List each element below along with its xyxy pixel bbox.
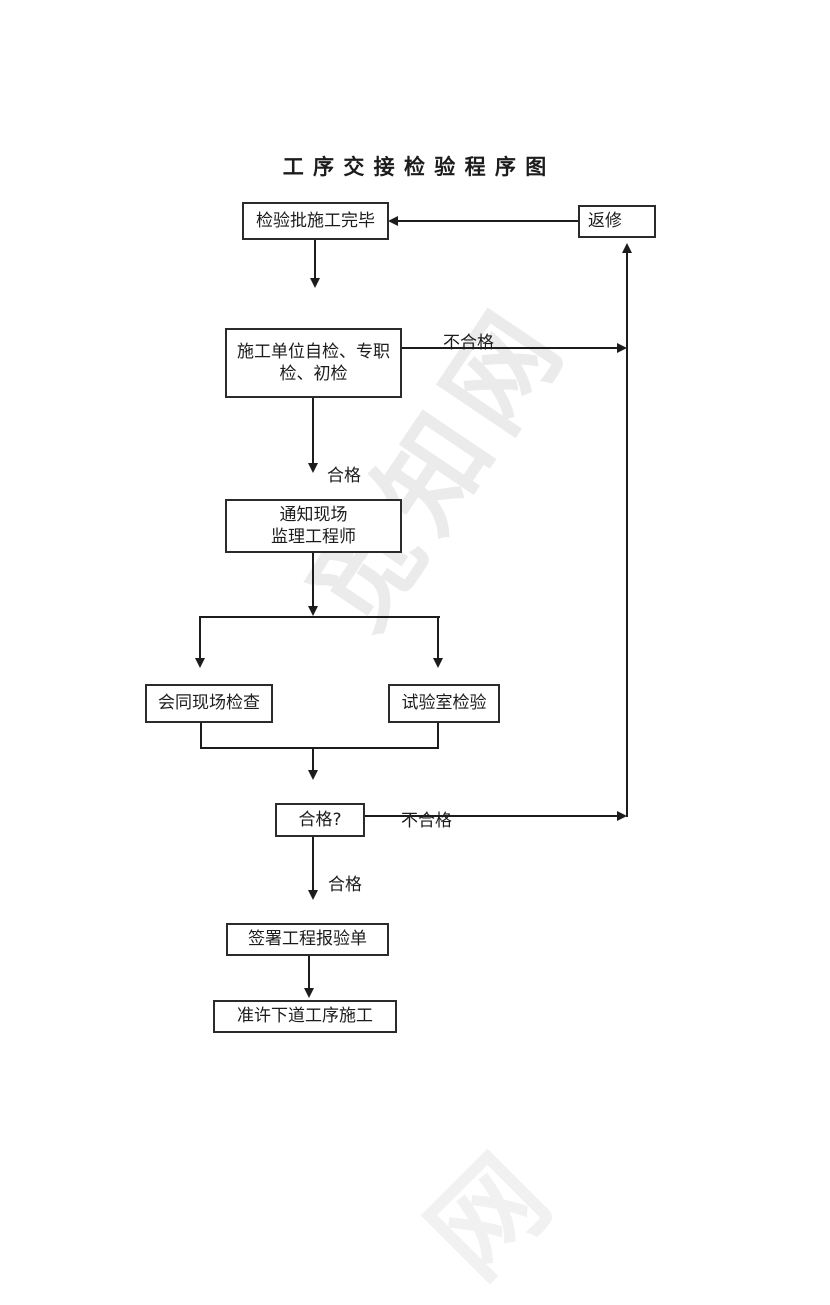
arrowhead-left-icon xyxy=(388,216,398,226)
node-start: 检验批施工完毕 xyxy=(242,202,389,240)
node-notify-label-line1: 通知现场 xyxy=(279,504,348,525)
node-next-process: 准许下道工序施工 xyxy=(213,1000,397,1033)
page-title: 工 序 交 接 检 验 程 序 图 xyxy=(282,155,548,179)
arrowhead-down-icon xyxy=(304,988,314,998)
node-lab-test: 试验室检验 xyxy=(388,684,500,723)
arrowhead-down-icon xyxy=(308,770,318,780)
node-site-check-label: 会同现场检查 xyxy=(158,693,260,714)
arrowhead-down-icon xyxy=(195,658,205,668)
line-merge-left xyxy=(200,723,202,749)
arrowhead-down-icon xyxy=(308,463,318,473)
node-site-check: 会同现场检查 xyxy=(145,684,273,723)
node-rework-label: 返修 xyxy=(588,211,622,232)
label-pass-after-self-check: 合格 xyxy=(327,466,361,486)
node-lab-test-label: 试验室检验 xyxy=(401,693,487,714)
line-merge-horizontal xyxy=(200,747,439,749)
line-self-check-fail xyxy=(402,347,618,349)
line-start-to-self-check xyxy=(314,240,316,279)
line-decision-to-sign xyxy=(312,837,314,891)
node-sign-form-label: 签署工程报验单 xyxy=(248,929,367,950)
arrowhead-right-icon xyxy=(617,811,627,821)
node-notify-label-line2: 监理工程师 xyxy=(271,527,356,547)
node-self-check-label-line1: 施工单位自检、专职 xyxy=(237,341,390,362)
arrowhead-down-icon xyxy=(308,606,318,616)
line-merge-to-decision xyxy=(312,749,314,771)
line-notify-to-split xyxy=(312,553,314,607)
label-fail-after-self-check: 不合格 xyxy=(443,333,494,353)
node-self-check-label-line2: 检、初检 xyxy=(279,364,348,384)
document-page: { "title": "工 序 交 接 检 验 程 序 图", "nodes":… xyxy=(145,155,656,1302)
arrowhead-down-icon xyxy=(308,890,318,900)
node-next-process-label: 准许下道工序施工 xyxy=(237,1006,373,1027)
label-pass-after-decision: 合格 xyxy=(328,875,362,895)
node-decision: 合格? xyxy=(275,803,365,837)
node-start-label: 检验批施工完毕 xyxy=(256,210,375,231)
line-rework-to-start xyxy=(397,220,578,222)
line-split-horizontal xyxy=(199,616,440,618)
arrowhead-right-icon xyxy=(617,343,627,353)
node-decision-label: 合格? xyxy=(298,809,342,830)
line-merge-right xyxy=(437,723,439,749)
line-fail-rail xyxy=(626,252,628,817)
node-notify-supervisor: 通知现场 监理工程师 xyxy=(225,499,402,553)
line-sign-to-next xyxy=(308,956,310,989)
label-fail-after-decision: 不合格 xyxy=(401,811,452,831)
node-rework: 返修 xyxy=(578,205,656,238)
line-split-right-drop xyxy=(437,616,439,659)
line-decision-fail xyxy=(365,815,618,817)
arrowhead-down-icon xyxy=(433,658,443,668)
watermark-partial-text: 网 xyxy=(404,1132,574,1302)
arrowhead-down-icon xyxy=(310,278,320,288)
node-self-check: 施工单位自检、专职 检、初检 xyxy=(225,328,402,398)
node-sign-form: 签署工程报验单 xyxy=(226,923,389,956)
line-split-left-drop xyxy=(199,616,201,659)
arrowhead-up-icon xyxy=(622,243,632,253)
line-self-check-to-notify xyxy=(312,398,314,464)
